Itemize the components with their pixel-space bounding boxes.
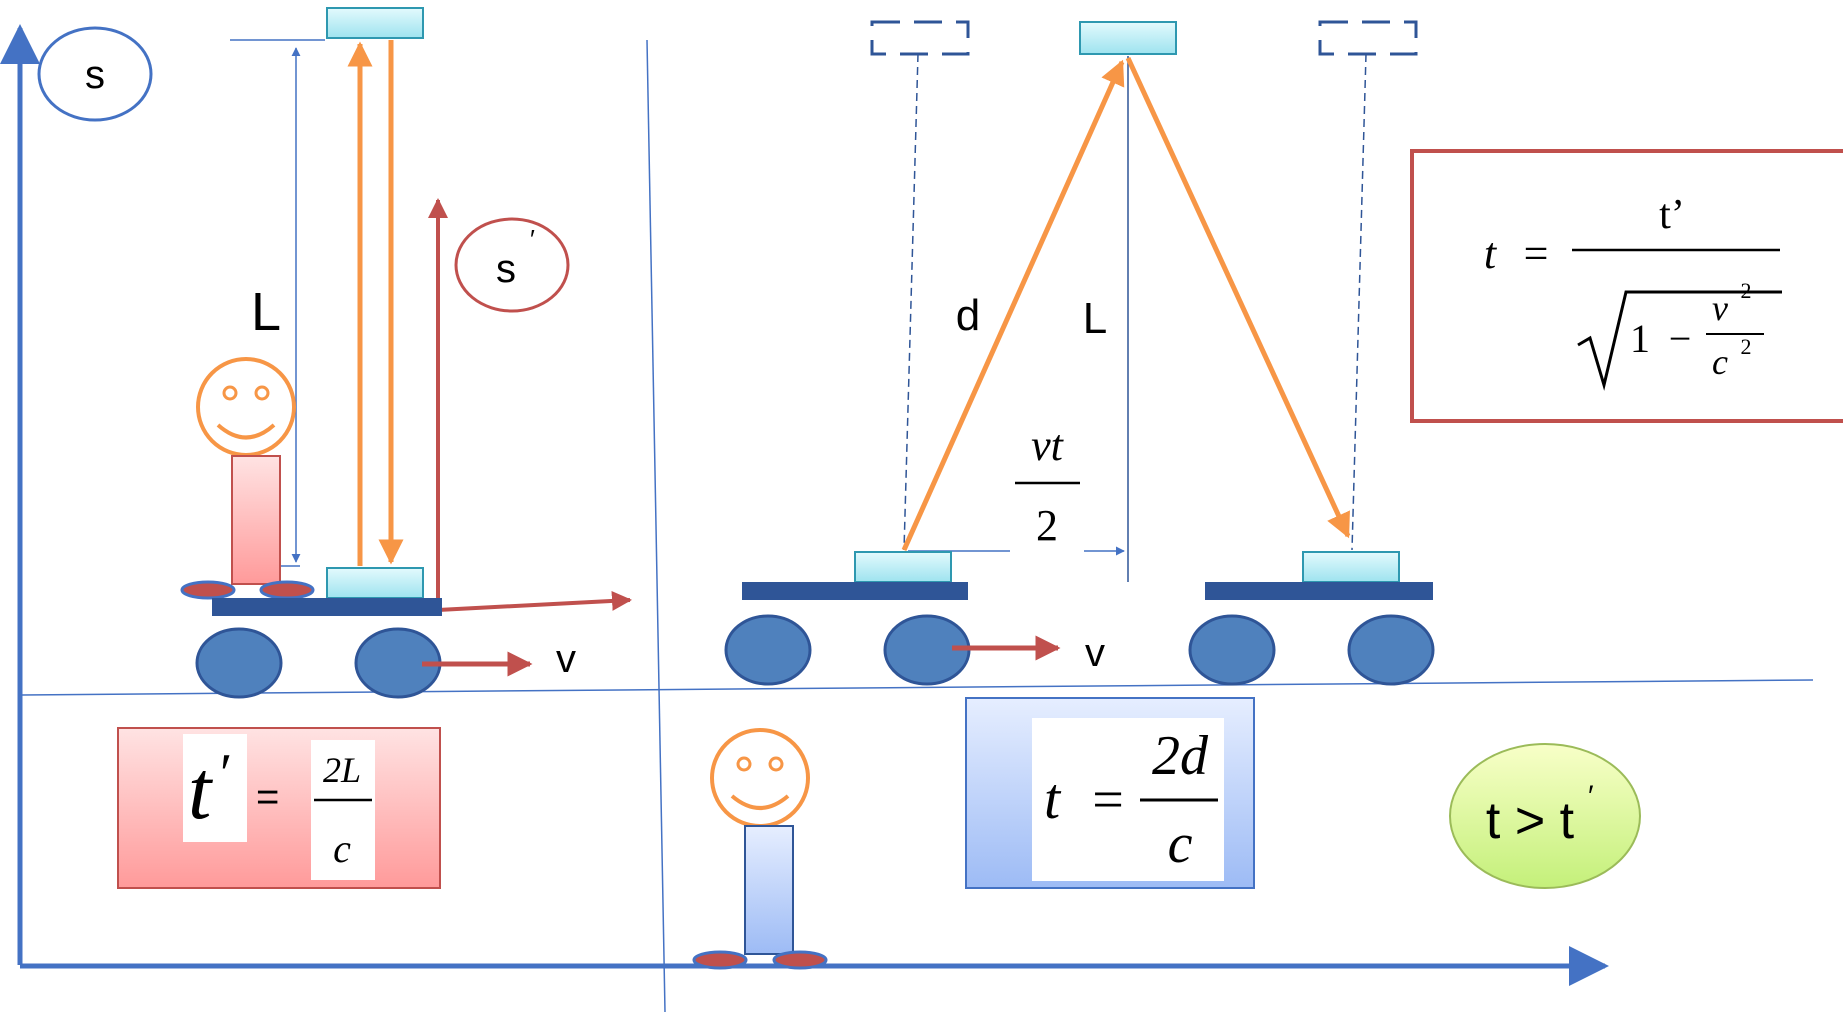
formula-dilation-box: t = t’ 1 − v 2 c 2 [1410,149,1843,423]
ghost-mirror-right [1318,20,1418,56]
wagon-right-1 [742,582,968,600]
mirror-bottom-right-2 [1302,551,1400,583]
wheel-right-2a [1188,614,1276,686]
t-numerator: 2d [1152,725,1209,787]
t-prime-lhs: t [188,744,214,837]
half-vt-numerator: vt [1031,421,1065,470]
wheel-left-1 [195,627,283,699]
light-ray-diagonal-up [901,59,1125,552]
light-ray-diagonal-down [1125,56,1351,539]
ghost-mirror-left [870,20,970,56]
frame-s-prime-label: s ′ [454,217,570,313]
dilation-c-exp: 2 [1741,334,1752,359]
mirror-top-right [1079,21,1177,55]
wagon-right-2 [1205,582,1433,600]
frame-s-prime-mark: ′ [530,224,535,254]
dilation-equals: = [1524,229,1549,278]
t-lhs: t [1044,766,1062,831]
formula-t-prime-box: t ′ = 2L c [117,727,441,889]
ground-observer [692,728,828,970]
t-prime-mark: ′ [220,743,232,805]
dilation-lhs: t [1484,229,1498,278]
comparison-bubble: t > t ′ [1449,743,1641,889]
mirror-bottom-right-1 [854,551,952,583]
formula-t-box: t = 2d c [965,697,1255,889]
wheel-right-1a [724,614,812,686]
t-equals: = [1092,769,1124,831]
s-prime-horizontal-axis [437,590,632,612]
mirror-top-left [326,7,424,39]
observer-on-wagon [180,357,315,600]
wheel-right-2b [1347,614,1435,686]
length-label-right: L [1083,294,1107,343]
wagon-left [212,598,442,616]
right-light-clock: L d vt 2 v [724,20,1435,686]
half-vt-denominator: 2 [1036,501,1058,550]
mirror-bottom-left [326,567,424,599]
frame-s-text: s [85,53,105,97]
t-prime-denominator: c [333,826,351,871]
frame-s-label: s [37,26,153,122]
length-label-left: L [251,282,281,342]
dilation-minus: − [1669,316,1692,361]
dilation-one: 1 [1630,316,1650,361]
t-denominator: c [1168,813,1193,875]
t-prime-numerator: 2L [323,750,361,790]
diagonal-label: d [956,291,980,340]
comparison-text: t > t [1486,792,1575,850]
divider-vertical [646,39,666,1013]
t-prime-equals: = [256,775,279,819]
dilation-v: v [1712,288,1728,328]
divider-horizontal [21,679,1814,696]
dilation-v-exp: 2 [1741,278,1752,303]
left-light-clock: L v [180,7,632,699]
frame-s-prime-text: s [496,247,516,291]
velocity-label-right: v [1085,631,1105,675]
dilation-numerator: t’ [1659,192,1685,238]
dilation-c: c [1712,342,1728,382]
velocity-label-left: v [556,637,576,681]
comparison-prime: ′ [1588,780,1594,813]
